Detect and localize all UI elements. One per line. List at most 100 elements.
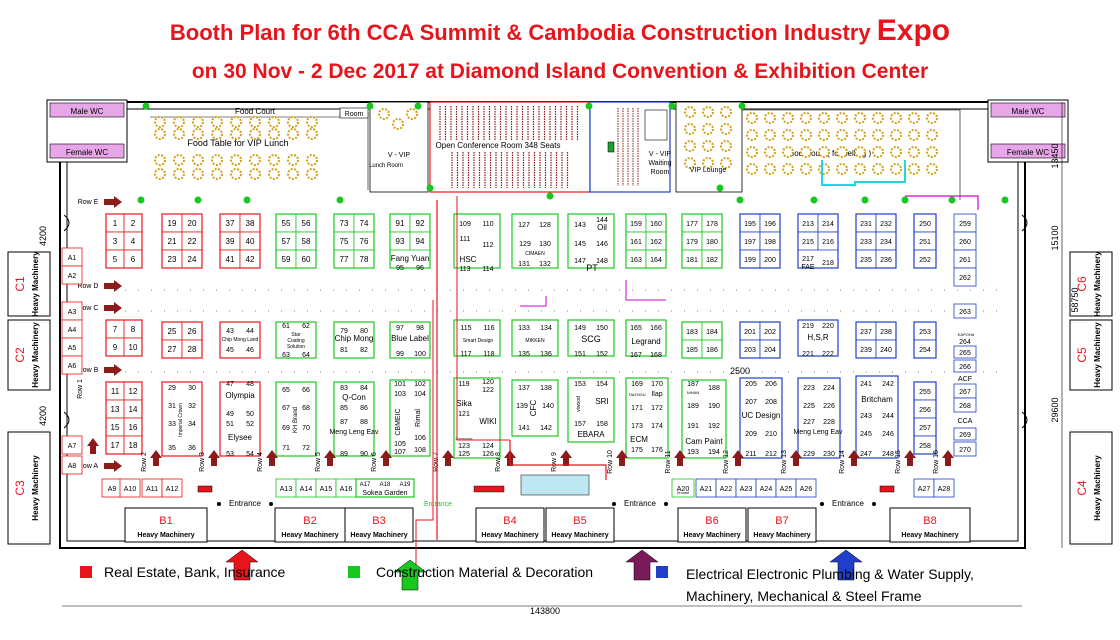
block-7-10 [105, 319, 143, 357]
dining-table [249, 116, 261, 128]
heavy-zone-code-B6: B6 [705, 515, 718, 527]
block-223-230 [797, 377, 841, 459]
booth-label-163: 163 [630, 257, 642, 264]
heavy-zone-code-C2: C2 [13, 347, 27, 363]
entrance-marker [872, 502, 876, 506]
booth-label-9: 9 [113, 343, 118, 352]
sika-label: Sika [456, 399, 472, 408]
booth-label-181: 181 [686, 257, 698, 264]
dining-table [173, 116, 185, 128]
booth-label-187: 187 [687, 381, 699, 388]
food-table [926, 112, 938, 124]
viwood-label: viwood [576, 396, 582, 412]
block-25-28 [161, 321, 203, 359]
heavy-zone-label-B8: Heavy Machinery [901, 532, 958, 539]
lounge-table [684, 106, 696, 118]
booth-label-21: 21 [168, 237, 177, 246]
row-label-5: Row 5 [315, 452, 322, 472]
block-195-200 [739, 213, 781, 269]
dining-table [268, 128, 280, 140]
booth-label-203: 203 [744, 347, 756, 354]
dining-table [306, 128, 318, 140]
booth-label-255: 255 [919, 389, 931, 396]
booth-label-259: 259 [959, 221, 971, 228]
booth-label-129: 129 [519, 241, 531, 248]
booth-label-138: 138 [540, 385, 552, 392]
row-label-14: Row 14 [839, 450, 846, 474]
cimaen-label: CIMAEN [525, 251, 545, 257]
dining-table [173, 128, 185, 140]
block-137-142 [511, 379, 559, 437]
row-arrow-icon [324, 450, 336, 466]
booth-label-178: 178 [706, 221, 718, 228]
booth-266 [953, 359, 977, 373]
booth-label-123: 123 [458, 443, 470, 450]
dining-table [173, 168, 185, 180]
booth-label-200: 200 [764, 257, 776, 264]
booth-label-A3: A3 [68, 309, 77, 316]
booth-label-166: 166 [650, 325, 662, 332]
lounge-table [720, 157, 732, 169]
coating-label: Coating [287, 338, 304, 344]
booth-label-36: 36 [188, 445, 196, 452]
dining-table [249, 154, 261, 166]
booth-label-87: 87 [340, 419, 348, 426]
booth-label-103: 103 [394, 391, 406, 398]
booth-label-A19: A19 [400, 482, 411, 488]
booth-label-180: 180 [706, 239, 718, 246]
fire-extinguisher-icon [197, 485, 213, 493]
booth-label-171: 171 [631, 405, 643, 412]
lounge-table [702, 123, 714, 135]
booth-label-48: 48 [246, 381, 254, 388]
tree-icon [736, 196, 744, 204]
dining-table [268, 154, 280, 166]
booth-label-213: 213 [802, 221, 814, 228]
booth-label-149: 149 [574, 325, 586, 332]
food-table [836, 112, 848, 124]
booth-label-68: 68 [302, 405, 310, 412]
food-table [926, 129, 938, 141]
booth-label-223: 223 [803, 385, 815, 392]
block-165-168 [625, 319, 667, 357]
food-table [872, 146, 884, 158]
booth-label-56: 56 [302, 219, 311, 228]
booth-label-217: 217 [802, 256, 814, 263]
block-169-176 [625, 377, 669, 459]
power-line-2 [520, 296, 547, 307]
booth-label-A12: A12 [166, 486, 179, 493]
waiting-label: Waiting [648, 160, 671, 167]
booth-label-232: 232 [880, 221, 892, 228]
vip-lounge-label: VIP Lounge [690, 167, 727, 174]
booth-label-206: 206 [765, 381, 777, 388]
booth-label-107: 107 [394, 449, 406, 456]
dining-table [230, 128, 242, 140]
booth-label-201: 201 [744, 329, 756, 336]
food-table [800, 163, 812, 175]
dimension-top-right: 13450 [1050, 143, 1060, 168]
booth-label-41: 41 [226, 255, 235, 264]
booth-270 [953, 441, 977, 457]
booth-label-147: 147 [574, 258, 586, 265]
booth-label-221: 221 [802, 351, 814, 358]
booth-label-261: 261 [959, 257, 971, 264]
booth-label-195: 195 [744, 221, 756, 228]
row-label-15: Row 15 [895, 450, 902, 474]
food-table [908, 146, 920, 158]
booth-label-A24: A24 [760, 486, 773, 493]
heavy-zone-label-B6: Heavy Machinery [683, 532, 740, 539]
row-arrow-icon [266, 450, 278, 466]
row-label-13: Row 13 [781, 450, 788, 474]
star-label: Star [291, 332, 301, 338]
food-table [890, 129, 902, 141]
heavy-zone-label-B5: Heavy Machinery [551, 532, 608, 539]
legrand-label: Legrand [631, 337, 660, 346]
booth-label-A4: A4 [68, 327, 77, 334]
booth-label-60: 60 [302, 255, 311, 264]
booth-label-209: 209 [745, 431, 757, 438]
row-label-11: Row 11 [665, 450, 672, 473]
booth-label-190: 190 [708, 403, 720, 410]
food-table [890, 146, 902, 158]
booth-label-A17: A17 [360, 482, 371, 488]
row-arrow-icon [904, 450, 916, 466]
